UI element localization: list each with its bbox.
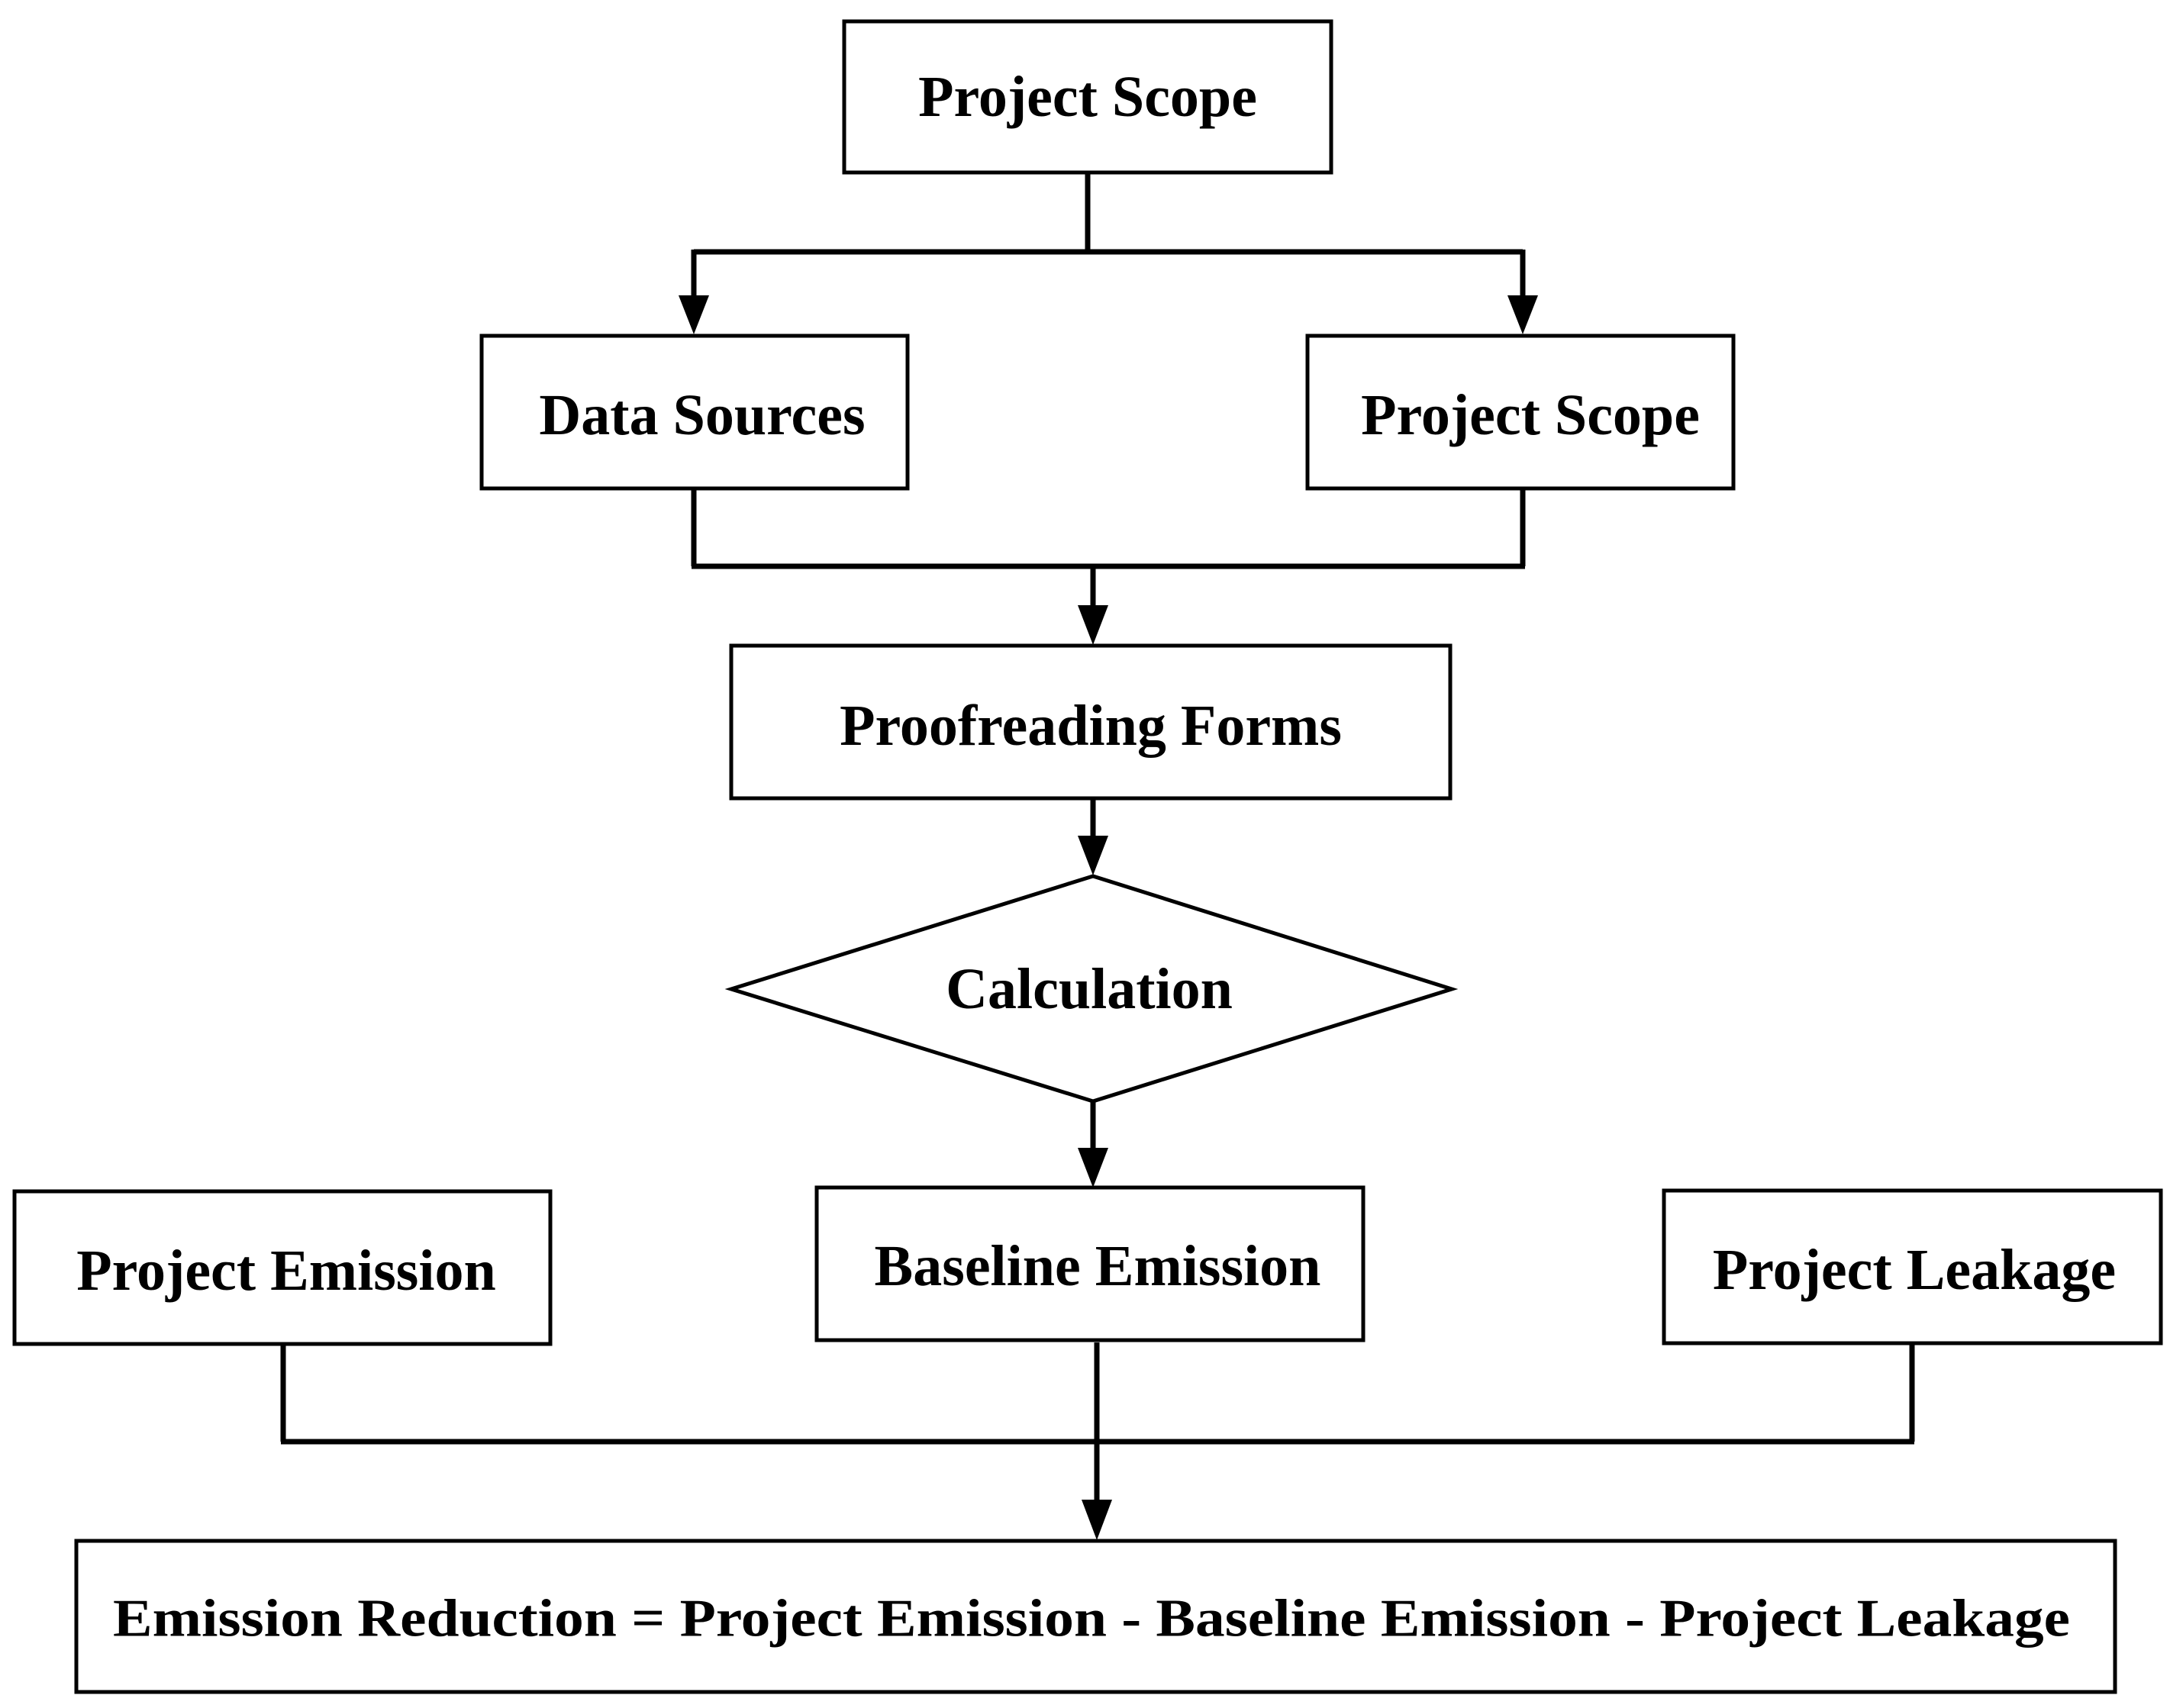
node-project-scope-top: Project Scope — [842, 19, 1333, 175]
node-calculation: Calculation — [724, 874, 1459, 1104]
node-emission-reduction-formula: Emission Reduction = Project Emission - … — [74, 1539, 2117, 1694]
arrowhead-to-calculation — [1078, 836, 1108, 875]
connector-merge-proofreading — [691, 488, 1526, 607]
node-project-scope-top-label: Project Scope — [918, 65, 1257, 129]
arrowhead-to-proofreading — [1078, 605, 1108, 645]
connector-merge-reduction — [280, 1342, 1915, 1502]
node-project-emission-label: Project Emission — [76, 1239, 496, 1303]
node-project-scope-right-label: Project Scope — [1361, 383, 1700, 447]
node-project-emission: Project Emission — [12, 1189, 553, 1346]
node-calculation-label: Calculation — [946, 957, 1233, 1021]
arrowhead-to-right-scope — [1507, 295, 1538, 334]
node-project-leakage-label: Project Leakage — [1713, 1238, 2116, 1302]
node-proofreading-forms-label: Proofreading Forms — [840, 694, 1342, 758]
arrowhead-to-reduction — [1082, 1500, 1112, 1540]
node-baseline-emission-label: Baseline Emission — [875, 1234, 1321, 1298]
node-proofreading-forms: Proofreading Forms — [729, 643, 1453, 801]
node-data-sources-label: Data Sources — [539, 383, 865, 447]
node-emission-reduction-formula-label: Emission Reduction = Project Emission - … — [113, 1590, 2070, 1648]
node-project-scope-right: Project Scope — [1305, 334, 1736, 491]
arrowhead-to-baseline — [1078, 1148, 1108, 1188]
node-baseline-emission: Baseline Emission — [814, 1185, 1366, 1342]
arrowhead-to-data-sources — [679, 295, 709, 334]
connector-scope-split — [691, 174, 1526, 298]
node-data-sources: Data Sources — [479, 334, 910, 491]
node-project-leakage: Project Leakage — [1662, 1188, 2163, 1345]
